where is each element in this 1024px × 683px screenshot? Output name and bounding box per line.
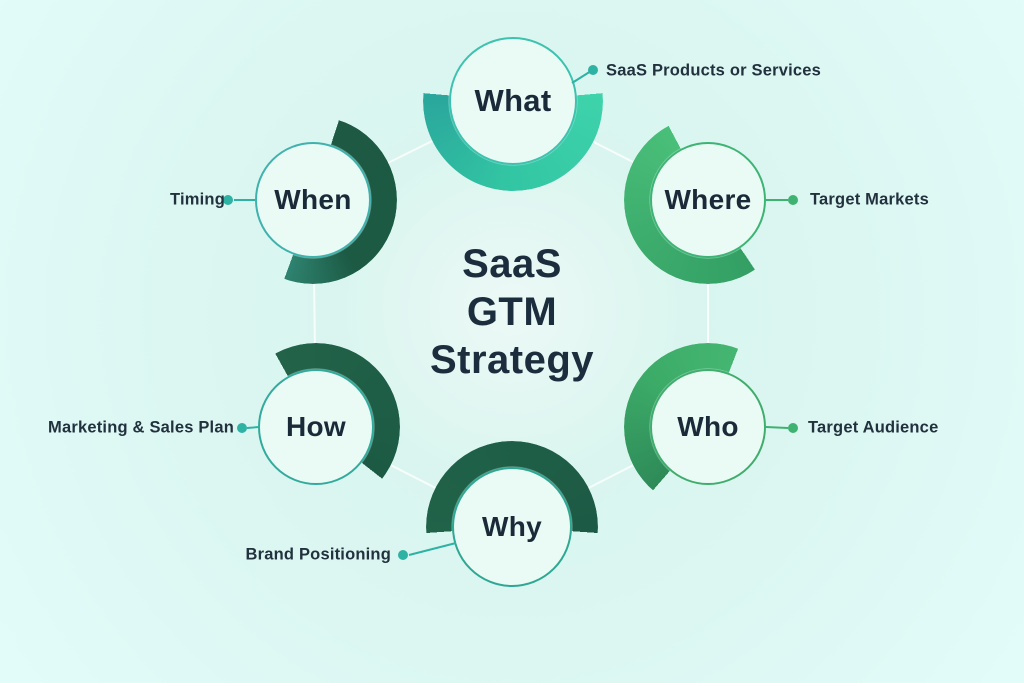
what-label: What [474, 83, 552, 118]
why-label: Why [481, 511, 542, 542]
who-label: Who [677, 411, 739, 442]
who-annotation: Target Audience [808, 418, 939, 437]
who-circle: Who [650, 369, 766, 485]
where-connector-dot [788, 195, 798, 205]
what-connector-dot [588, 65, 598, 75]
how-label: How [285, 411, 346, 442]
title-line-2: GTM [466, 290, 558, 334]
who-connector-line [765, 426, 789, 429]
page-title: SaaS GTM Strategy [430, 240, 594, 384]
how-annotation: Marketing & Sales Plan [48, 418, 234, 437]
title-line-3: Strategy [429, 338, 595, 382]
what-annotation: SaaS Products or Services [606, 61, 822, 80]
why-annotation: Brand Positioning [245, 545, 391, 564]
when-connector-dot [223, 195, 233, 205]
where-circle: Where [650, 142, 766, 258]
where-annotation: Target Markets [810, 190, 929, 209]
why-circle: Why [452, 467, 572, 587]
what-connector-line [571, 70, 592, 84]
when-circle: When [255, 142, 371, 258]
what-circle: What [449, 37, 577, 165]
why-connector-line [408, 542, 457, 556]
when-annotation: Timing [170, 190, 225, 209]
who-connector-dot [788, 423, 798, 433]
how-circle: How [258, 369, 374, 485]
when-label: When [274, 184, 352, 215]
why-connector-dot [398, 550, 408, 560]
title-line-1: SaaS [462, 242, 562, 286]
how-connector-line [246, 426, 260, 429]
where-label: Where [664, 184, 752, 215]
how-connector-dot [237, 423, 247, 433]
